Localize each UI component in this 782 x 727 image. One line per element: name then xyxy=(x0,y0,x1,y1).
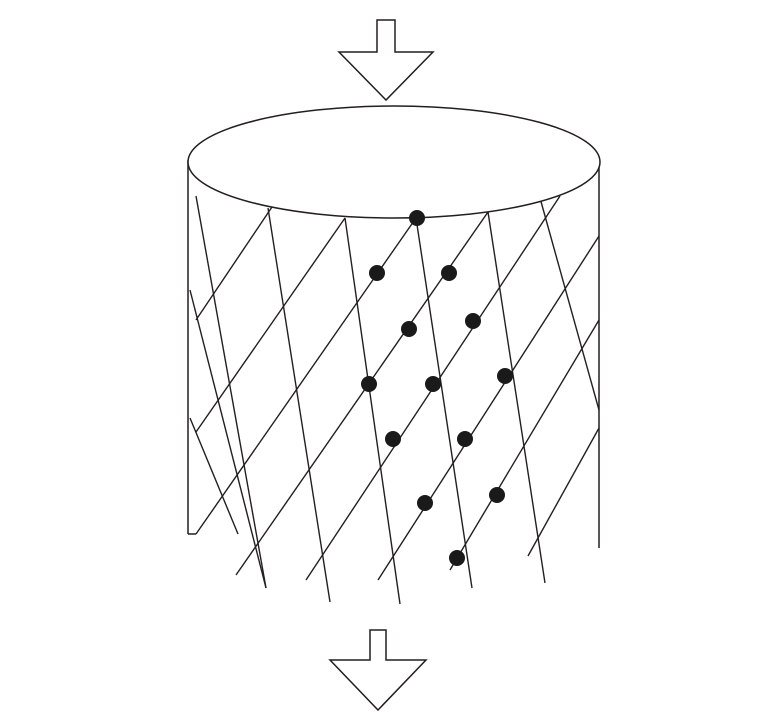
cylinder-body xyxy=(187,160,600,548)
mesh-line xyxy=(195,195,267,589)
mesh-node xyxy=(457,431,473,447)
mesh-node xyxy=(497,368,513,384)
mesh-node xyxy=(369,265,385,281)
mesh-node xyxy=(449,550,465,566)
mesh-line xyxy=(267,207,331,603)
mesh-line xyxy=(189,417,239,535)
mesh-node xyxy=(441,265,457,281)
cylinder-top-ellipse xyxy=(187,105,601,219)
inflow-arrow xyxy=(337,19,435,102)
mesh-line xyxy=(487,211,546,584)
mesh-node xyxy=(385,431,401,447)
mesh-line xyxy=(377,235,600,581)
mesh-node xyxy=(425,376,441,392)
mesh-node xyxy=(409,210,425,226)
mesh-nodes xyxy=(361,210,513,566)
mesh-node xyxy=(465,313,481,329)
mesh-line xyxy=(415,217,473,589)
mesh-node xyxy=(489,487,505,503)
mesh-node xyxy=(361,376,377,392)
mesh-line xyxy=(539,197,600,411)
mesh-line xyxy=(344,217,401,605)
mesh-node xyxy=(401,321,417,337)
mesh-line xyxy=(195,203,275,321)
mesh-line xyxy=(195,217,346,433)
mesh-line xyxy=(189,289,267,589)
outflow-arrow xyxy=(328,629,428,712)
mesh-line xyxy=(527,427,600,557)
wire-mesh xyxy=(189,195,600,605)
mesh-node xyxy=(417,495,433,511)
